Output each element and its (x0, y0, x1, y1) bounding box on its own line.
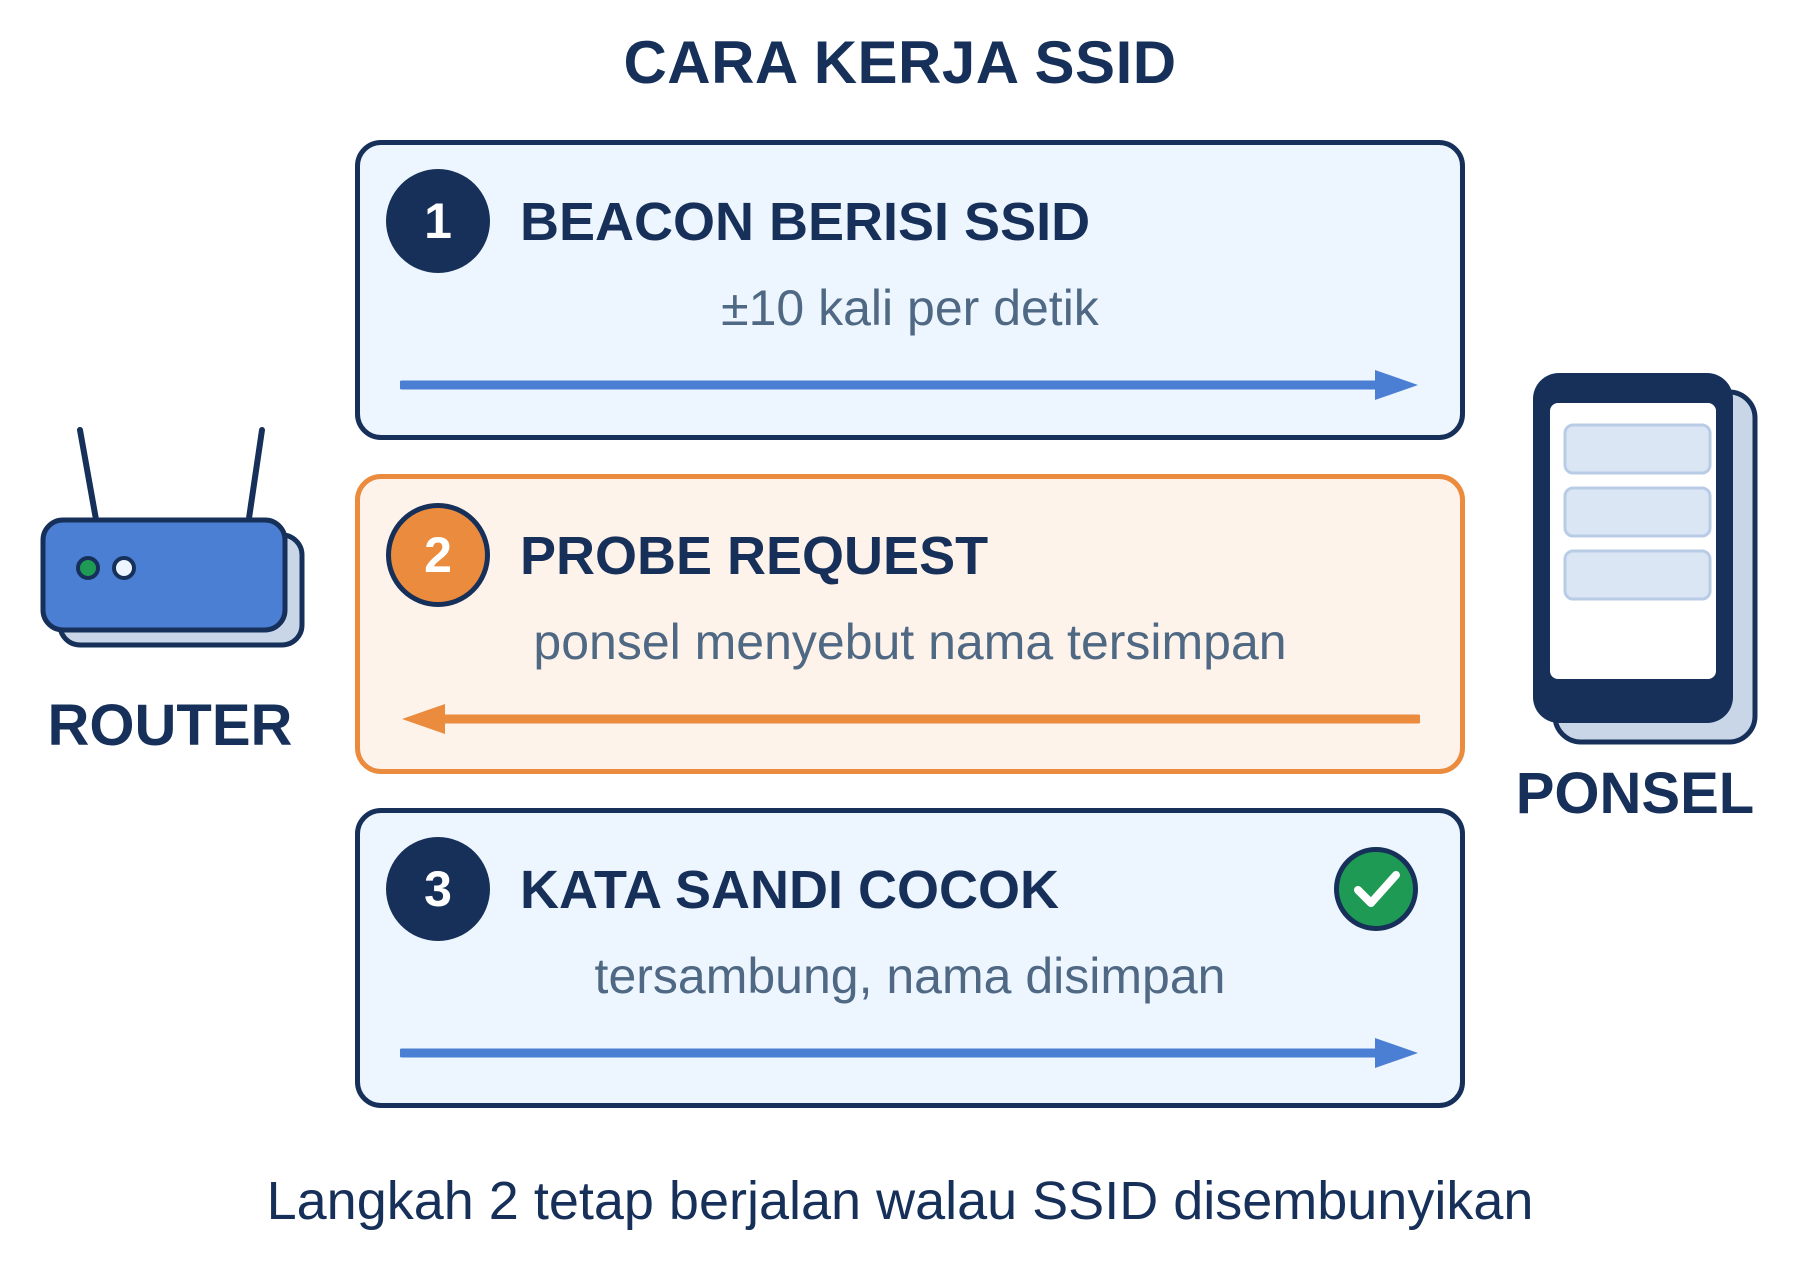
phone-icon (1530, 370, 1760, 755)
footer-note: Langkah 2 tetap berjalan walau SSID dise… (266, 1171, 1534, 1231)
step-3-title: KATA SANDI COCOK (520, 860, 1059, 920)
step-3-number-badge: 3 (386, 837, 490, 941)
step-1-subtitle: ±10 kali per detik (721, 280, 1099, 336)
step-2-panel: 2 PROBE REQUEST ponsel menyebut nama ter… (355, 474, 1465, 774)
step-3-panel: 3 KATA SANDI COCOK tersambung, nama disi… (355, 808, 1465, 1108)
check-icon (1334, 847, 1418, 931)
step-1-title: BEACON BERISI SSID (520, 192, 1091, 252)
step-2-subtitle: ponsel menyebut nama tersimpan (533, 614, 1287, 670)
step-2-number-badge: 2 (386, 503, 490, 607)
arrow-right-icon (400, 370, 1418, 400)
phone-label: PONSEL (1515, 761, 1755, 826)
diagram-title: CARA KERJA SSID (623, 29, 1177, 96)
arrow-right-icon (400, 1038, 1418, 1068)
arrow-left-icon (402, 704, 1420, 734)
step-1-number-badge: 1 (386, 169, 490, 273)
step-1-panel: 1 BEACON BERISI SSID ±10 kali per detik (355, 140, 1465, 440)
step-2-title: PROBE REQUEST (520, 526, 989, 586)
step-3-subtitle: tersambung, nama disimpan (594, 948, 1226, 1004)
router-label: ROUTER (47, 693, 293, 758)
router-icon (40, 420, 310, 665)
